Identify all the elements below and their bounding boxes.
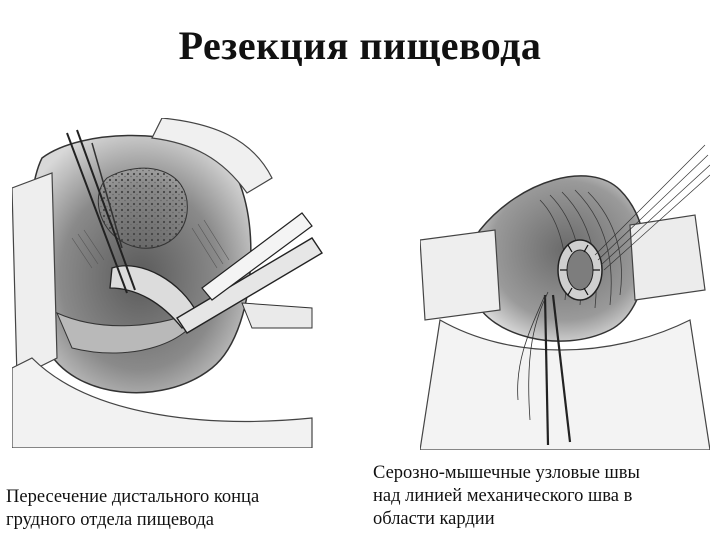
- caption-line: Пересечение дистального конца: [6, 487, 260, 507]
- caption-line: грудного отдела пищевода: [6, 510, 214, 530]
- caption-line: области кардии: [373, 509, 495, 529]
- slide-title: Резекция пищевода: [178, 23, 542, 68]
- cardia-sutures-illustration: [420, 144, 710, 450]
- esophagus-transection-illustration: [12, 118, 323, 448]
- left-figure-caption: Пересечение дистального конца грудного о…: [6, 486, 336, 532]
- caption-line: Серозно-мышечные узловые швы: [373, 463, 640, 483]
- caption-line: над линией механического шва в: [373, 486, 633, 506]
- right-figure-caption: Серозно-мышечные узловые швы над линией …: [373, 462, 713, 531]
